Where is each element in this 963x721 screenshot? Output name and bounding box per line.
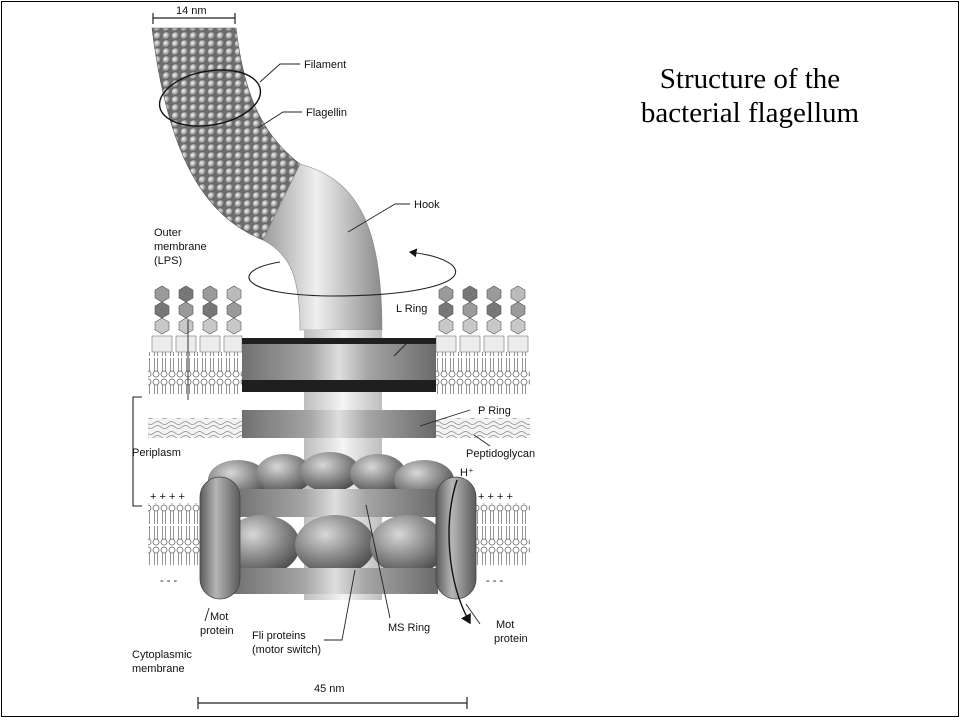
bottom-scale-bar [198, 697, 467, 709]
mot-protein-left [200, 477, 240, 599]
label-outer-membrane-3: (LPS) [154, 255, 182, 267]
label-hook: Hook [414, 199, 440, 211]
label-charges-minus-left: - - - [160, 575, 177, 587]
lps-left [152, 286, 242, 352]
label-p-ring: P Ring [478, 405, 511, 417]
label-mot-right-2: protein [494, 633, 528, 645]
outer-membrane-right [436, 352, 530, 394]
p-ring [242, 410, 436, 438]
label-ms-ring: MS Ring [388, 622, 430, 634]
label-cytoplasmic-2: membrane [132, 663, 185, 675]
label-h-plus: H⁺ [460, 467, 474, 479]
mot-protein-right [436, 477, 476, 599]
lps-right [436, 286, 528, 352]
label-peptidoglycan: Peptidoglycan [466, 448, 535, 460]
l-ring [242, 344, 436, 380]
outer-membrane-left [148, 352, 242, 394]
label-filament: Filament [304, 59, 346, 71]
label-mot-left-1: Mot [210, 611, 228, 623]
label-charges-minus-right: - - - [486, 575, 503, 587]
ms-ring-upper [232, 489, 438, 517]
peptidoglycan-left [148, 418, 242, 438]
filament [152, 28, 300, 240]
label-scale-top: 14 nm [176, 5, 207, 17]
label-outer-membrane-2: membrane [154, 241, 207, 253]
label-l-ring: L Ring [396, 303, 427, 315]
fli-balls-lower [224, 515, 446, 575]
label-mot-left-2: protein [200, 625, 234, 637]
label-periplasm: Periplasm [132, 447, 181, 459]
label-outer-membrane-1: Outer [154, 227, 182, 239]
label-charges-plus-left: + + + + [150, 491, 185, 503]
peptidoglycan-right [436, 418, 530, 438]
label-fli-2: (motor switch) [252, 644, 321, 656]
label-scale-bottom: 45 nm [314, 683, 345, 695]
slide-title: Structure of the bacterial flagellum [600, 62, 900, 130]
label-cytoplasmic-1: Cytoplasmic [132, 649, 192, 661]
cytoplasmic-membrane-left [148, 503, 204, 565]
slide-title-line-1: Structure of the [600, 62, 900, 96]
label-flagellin: Flagellin [306, 107, 347, 119]
slide-title-line-2: bacterial flagellum [600, 96, 900, 130]
ms-ring-lower [232, 568, 438, 594]
cytoplasmic-membrane-right [476, 503, 530, 565]
label-mot-right-1: Mot [496, 619, 514, 631]
label-charges-plus-right: + + + + [478, 491, 513, 503]
label-fli-1: Fli proteins [252, 630, 306, 642]
